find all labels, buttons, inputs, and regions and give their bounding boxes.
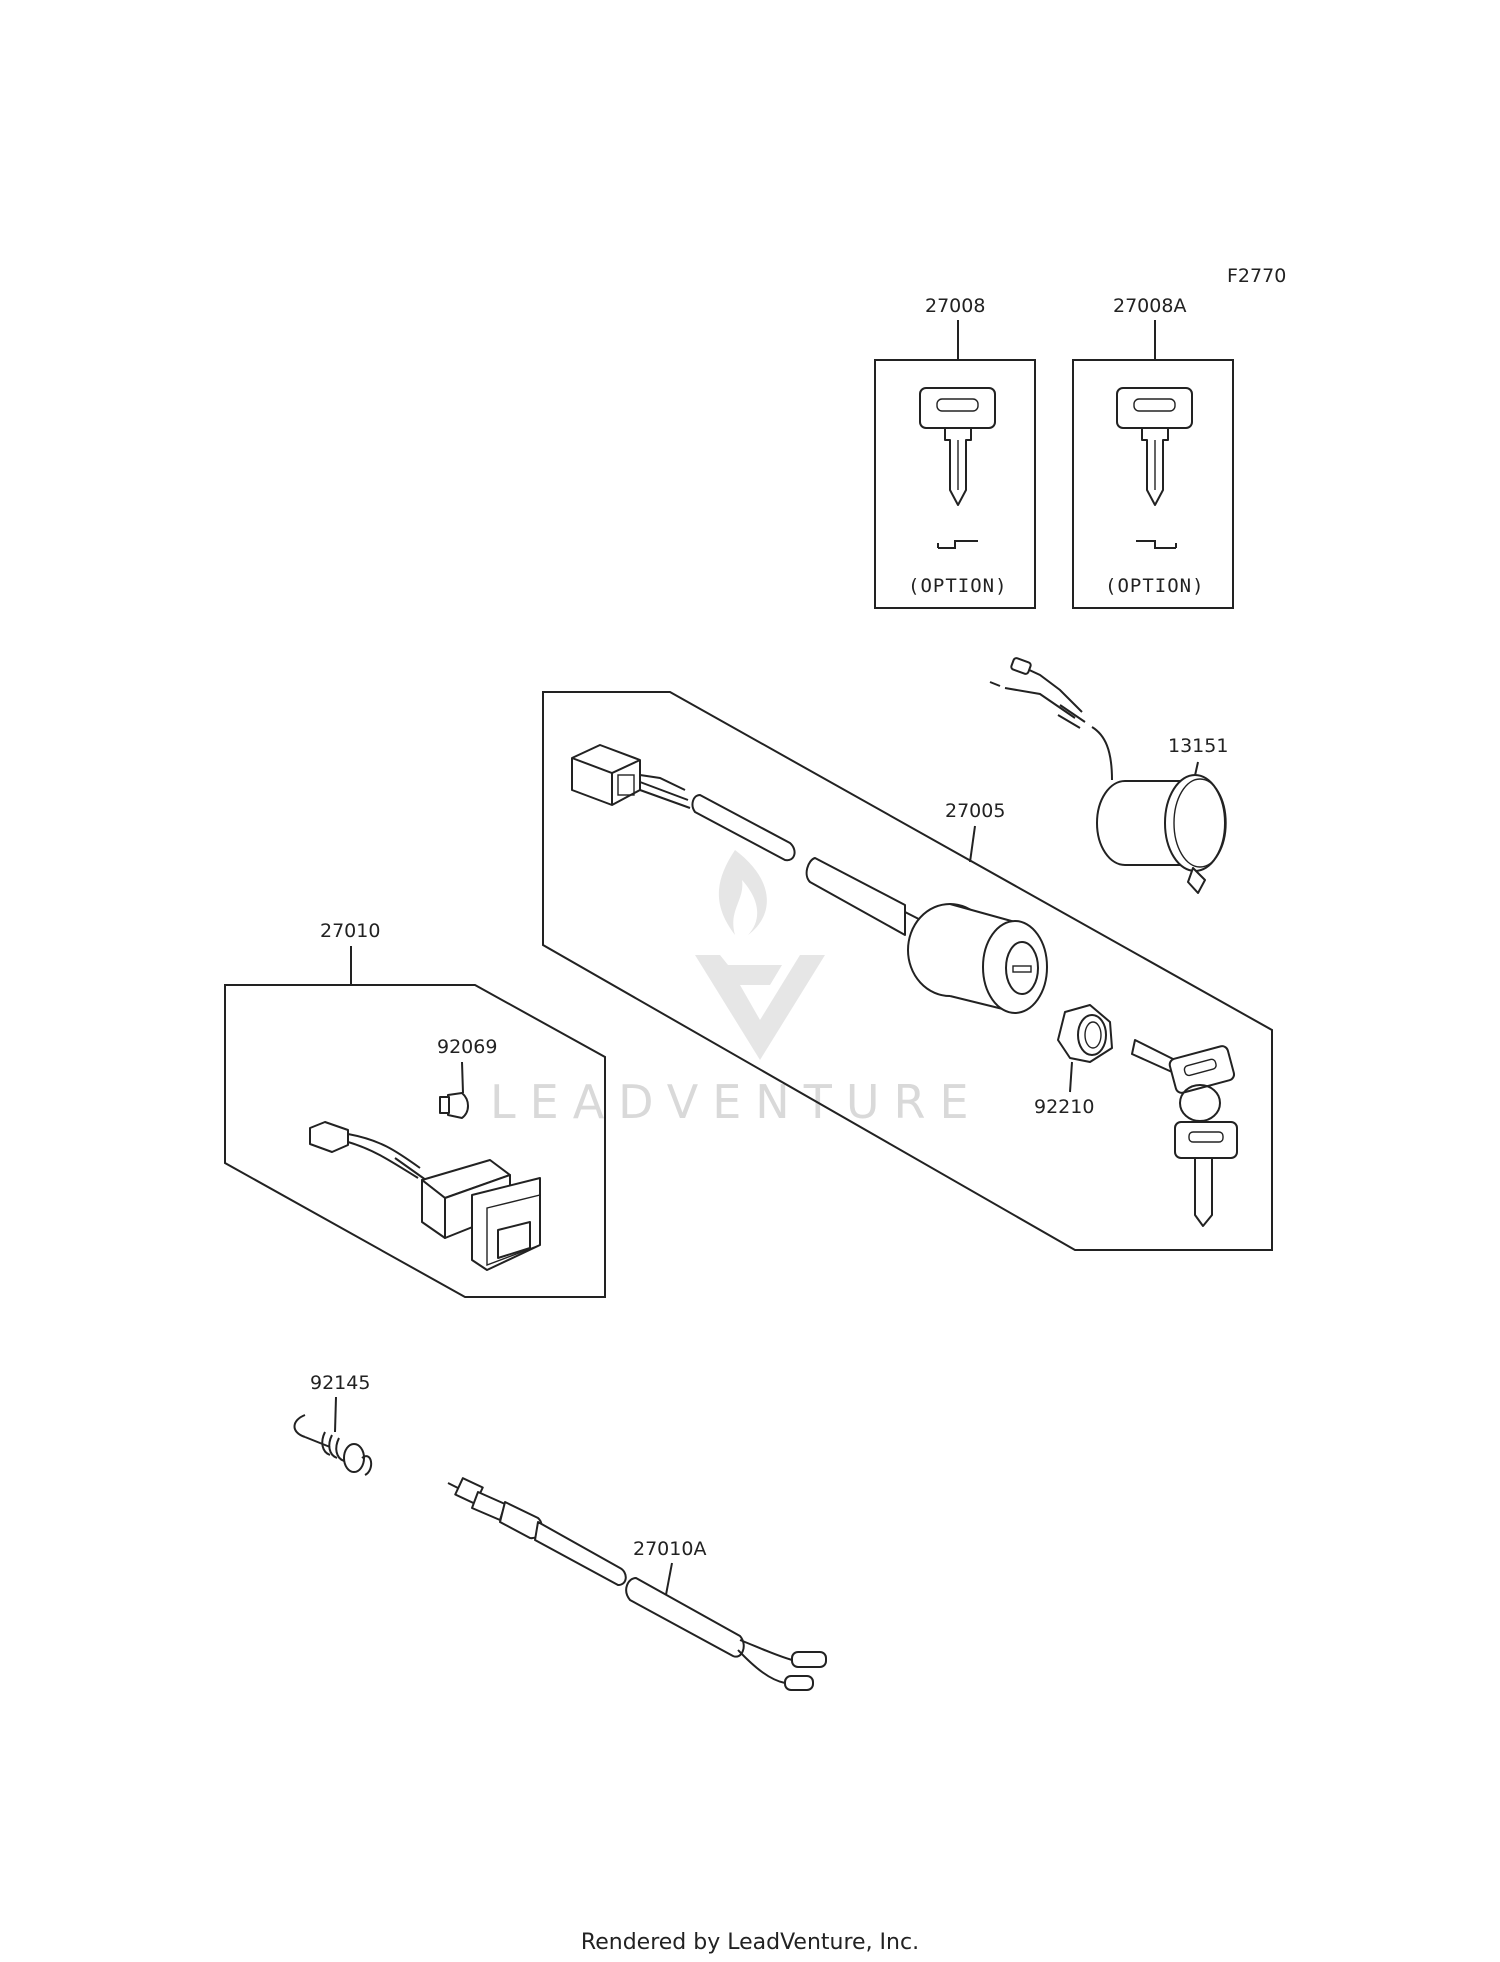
- part-27008a-box: [1072, 359, 1234, 609]
- part-27010-box: [224, 984, 606, 1298]
- keys-set: [1131, 1039, 1238, 1227]
- figure-code: F2770: [1227, 265, 1286, 287]
- part-27008-group: 27008 (OPTION): [874, 295, 1036, 609]
- part-92069-group: 92069: [437, 1036, 497, 1119]
- part-27008a-group: 27008A (OPTION): [1072, 295, 1234, 609]
- part-92145-group: 92145: [293, 1372, 373, 1476]
- part-27008a-option-label: (OPTION): [1105, 575, 1205, 597]
- part-27010a-group: 27010A: [447, 1477, 827, 1691]
- part-27010-number: 27010: [320, 920, 380, 942]
- part-27010-group: 27010: [224, 920, 606, 1298]
- part-27008-option-label: (OPTION): [908, 575, 1008, 597]
- part-27008-number: 27008: [925, 295, 985, 317]
- part-13151-number: 13151: [1168, 735, 1228, 757]
- part-92210-number: 92210: [1034, 1096, 1094, 1118]
- part-27005-box: [542, 691, 1273, 1251]
- part-27010a-number: 27010A: [633, 1538, 706, 1560]
- watermark-text: LEADVENTURE: [490, 1075, 983, 1129]
- part-92145-number: 92145: [310, 1372, 370, 1394]
- part-27008a-number: 27008A: [1113, 295, 1186, 317]
- part-92210-group: 92210: [1034, 1004, 1113, 1118]
- part-92069-number: 92069: [437, 1036, 497, 1058]
- part-27008-box: [874, 359, 1036, 609]
- leadventure-watermark-logo: LEADVENTURE: [490, 850, 983, 1129]
- part-27005-group: 27005: [571, 744, 1048, 1014]
- footer-credit: Rendered by LeadVenture, Inc.: [580, 1930, 920, 1955]
- part-27005-number: 27005: [945, 800, 1005, 822]
- part-13151-group: 13151: [989, 657, 1228, 894]
